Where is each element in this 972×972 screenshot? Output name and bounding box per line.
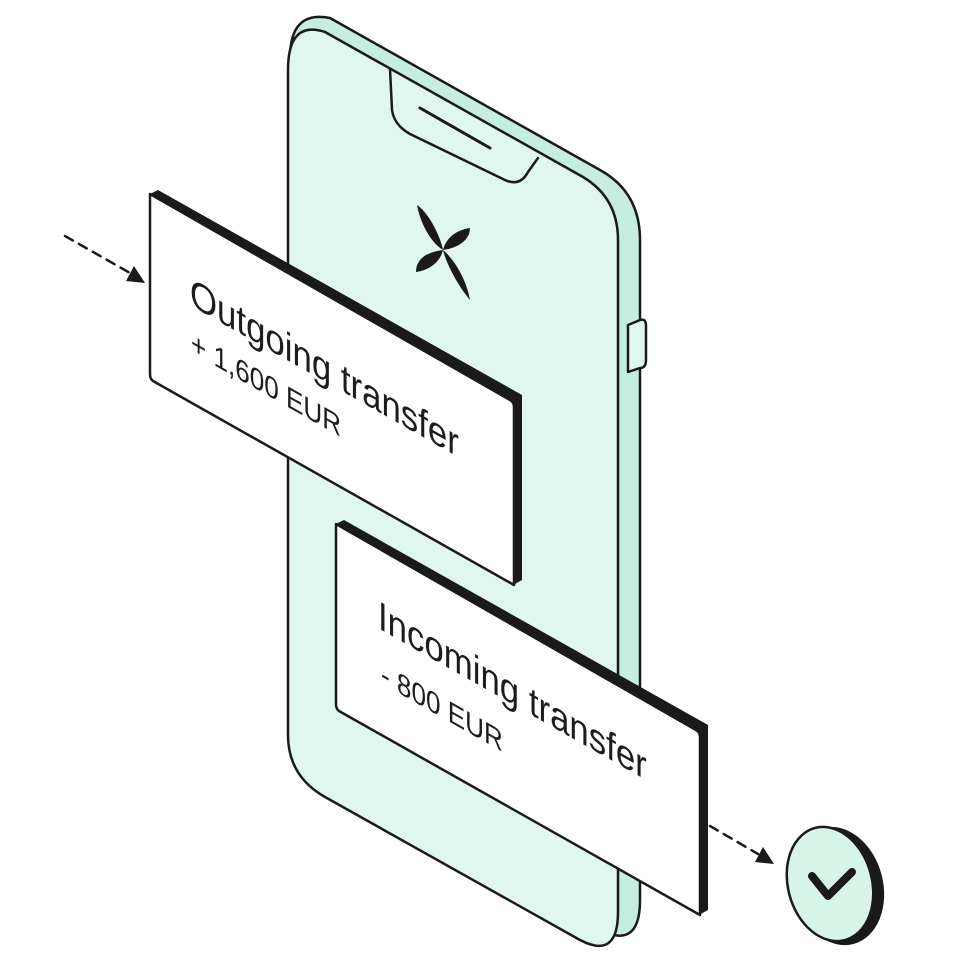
incoming-transfer-card: Incoming transfer - 800 EUR	[334, 520, 708, 917]
dashed-arrow-in-icon	[63, 234, 145, 283]
dashed-arrow-out-icon	[708, 824, 774, 864]
phone-notch	[388, 67, 540, 184]
checkmark-icon	[785, 825, 885, 946]
four-petal-logo-icon	[416, 205, 470, 300]
outgoing-card-face	[148, 192, 516, 587]
outgoing-transfer-card: Outgoing transfer + 1,600 EUR	[148, 190, 522, 587]
phone-side-button	[626, 318, 648, 374]
incoming-card-face	[334, 522, 702, 917]
phone-speaker	[418, 106, 492, 150]
